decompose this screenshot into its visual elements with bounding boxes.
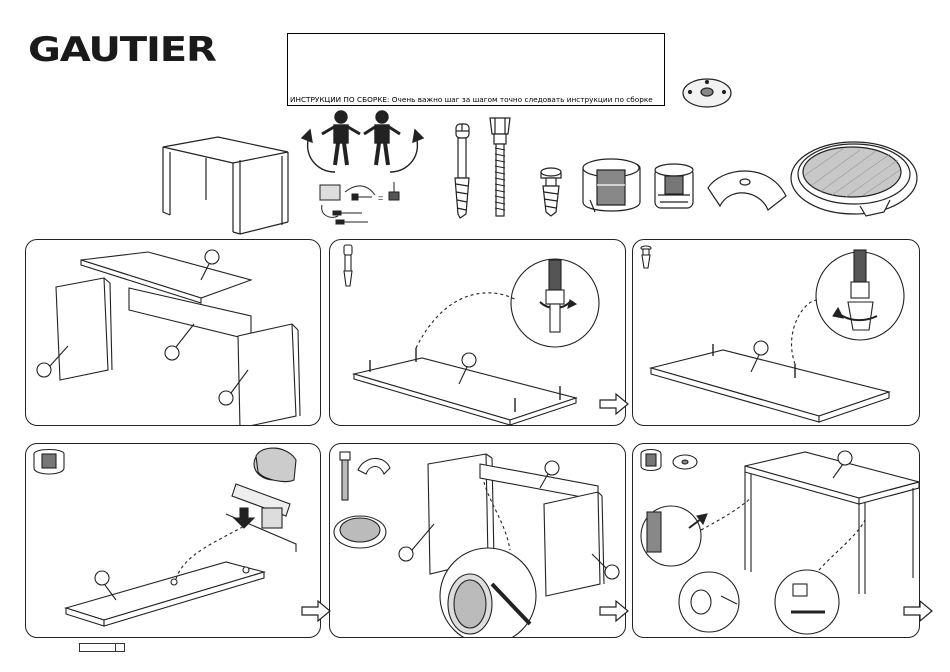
hardware-overview: = bbox=[0, 0, 950, 240]
back-panel bbox=[480, 464, 598, 500]
step-6-illustration bbox=[633, 444, 920, 638]
step-5-panel bbox=[329, 443, 626, 638]
bolt-icon bbox=[490, 118, 510, 216]
side-panel-left bbox=[56, 278, 108, 380]
svg-text:=: = bbox=[378, 193, 383, 203]
cam-lock-icon bbox=[34, 450, 64, 475]
side-panel-right bbox=[238, 324, 296, 426]
two-people-icon bbox=[302, 111, 423, 172]
step-1-illustration bbox=[26, 240, 321, 426]
step-4-illustration bbox=[26, 444, 321, 638]
next-step-arrow-icon bbox=[298, 599, 334, 623]
grommet-icon bbox=[791, 142, 917, 216]
desk-overview-icon bbox=[163, 137, 288, 234]
step-3-panel bbox=[632, 239, 920, 426]
step-2-panel bbox=[329, 239, 626, 426]
step-1-panel bbox=[25, 239, 321, 426]
page-footer-box bbox=[79, 643, 125, 652]
step-2-illustration bbox=[330, 240, 626, 426]
next-step-arrow-icon bbox=[900, 599, 936, 623]
cam-lock-icon bbox=[583, 159, 640, 212]
cam-lock-icon bbox=[641, 450, 661, 471]
grommet-icon bbox=[334, 516, 386, 548]
step-3-illustration bbox=[633, 240, 920, 426]
double-screw-icon bbox=[455, 124, 469, 218]
short-screw-icon bbox=[641, 246, 651, 268]
next-step-arrow-icon bbox=[596, 599, 632, 623]
next-step-arrow-icon bbox=[596, 392, 632, 416]
step-4-panel bbox=[25, 443, 321, 638]
connector-icon bbox=[655, 164, 693, 208]
double-screw-icon bbox=[344, 245, 352, 286]
cam-plate-icon bbox=[683, 79, 731, 107]
short-screw-icon bbox=[541, 168, 561, 216]
tools-icon: = bbox=[320, 182, 399, 224]
bolt-icon bbox=[340, 452, 350, 500]
cover-cap-icon bbox=[358, 458, 390, 474]
back-panel bbox=[66, 562, 264, 620]
hammer-icon bbox=[232, 448, 296, 516]
step-6-panel bbox=[632, 443, 920, 638]
cam-plate-icon bbox=[673, 455, 697, 469]
step-5-illustration bbox=[330, 444, 626, 638]
cover-cap-icon bbox=[708, 171, 786, 210]
